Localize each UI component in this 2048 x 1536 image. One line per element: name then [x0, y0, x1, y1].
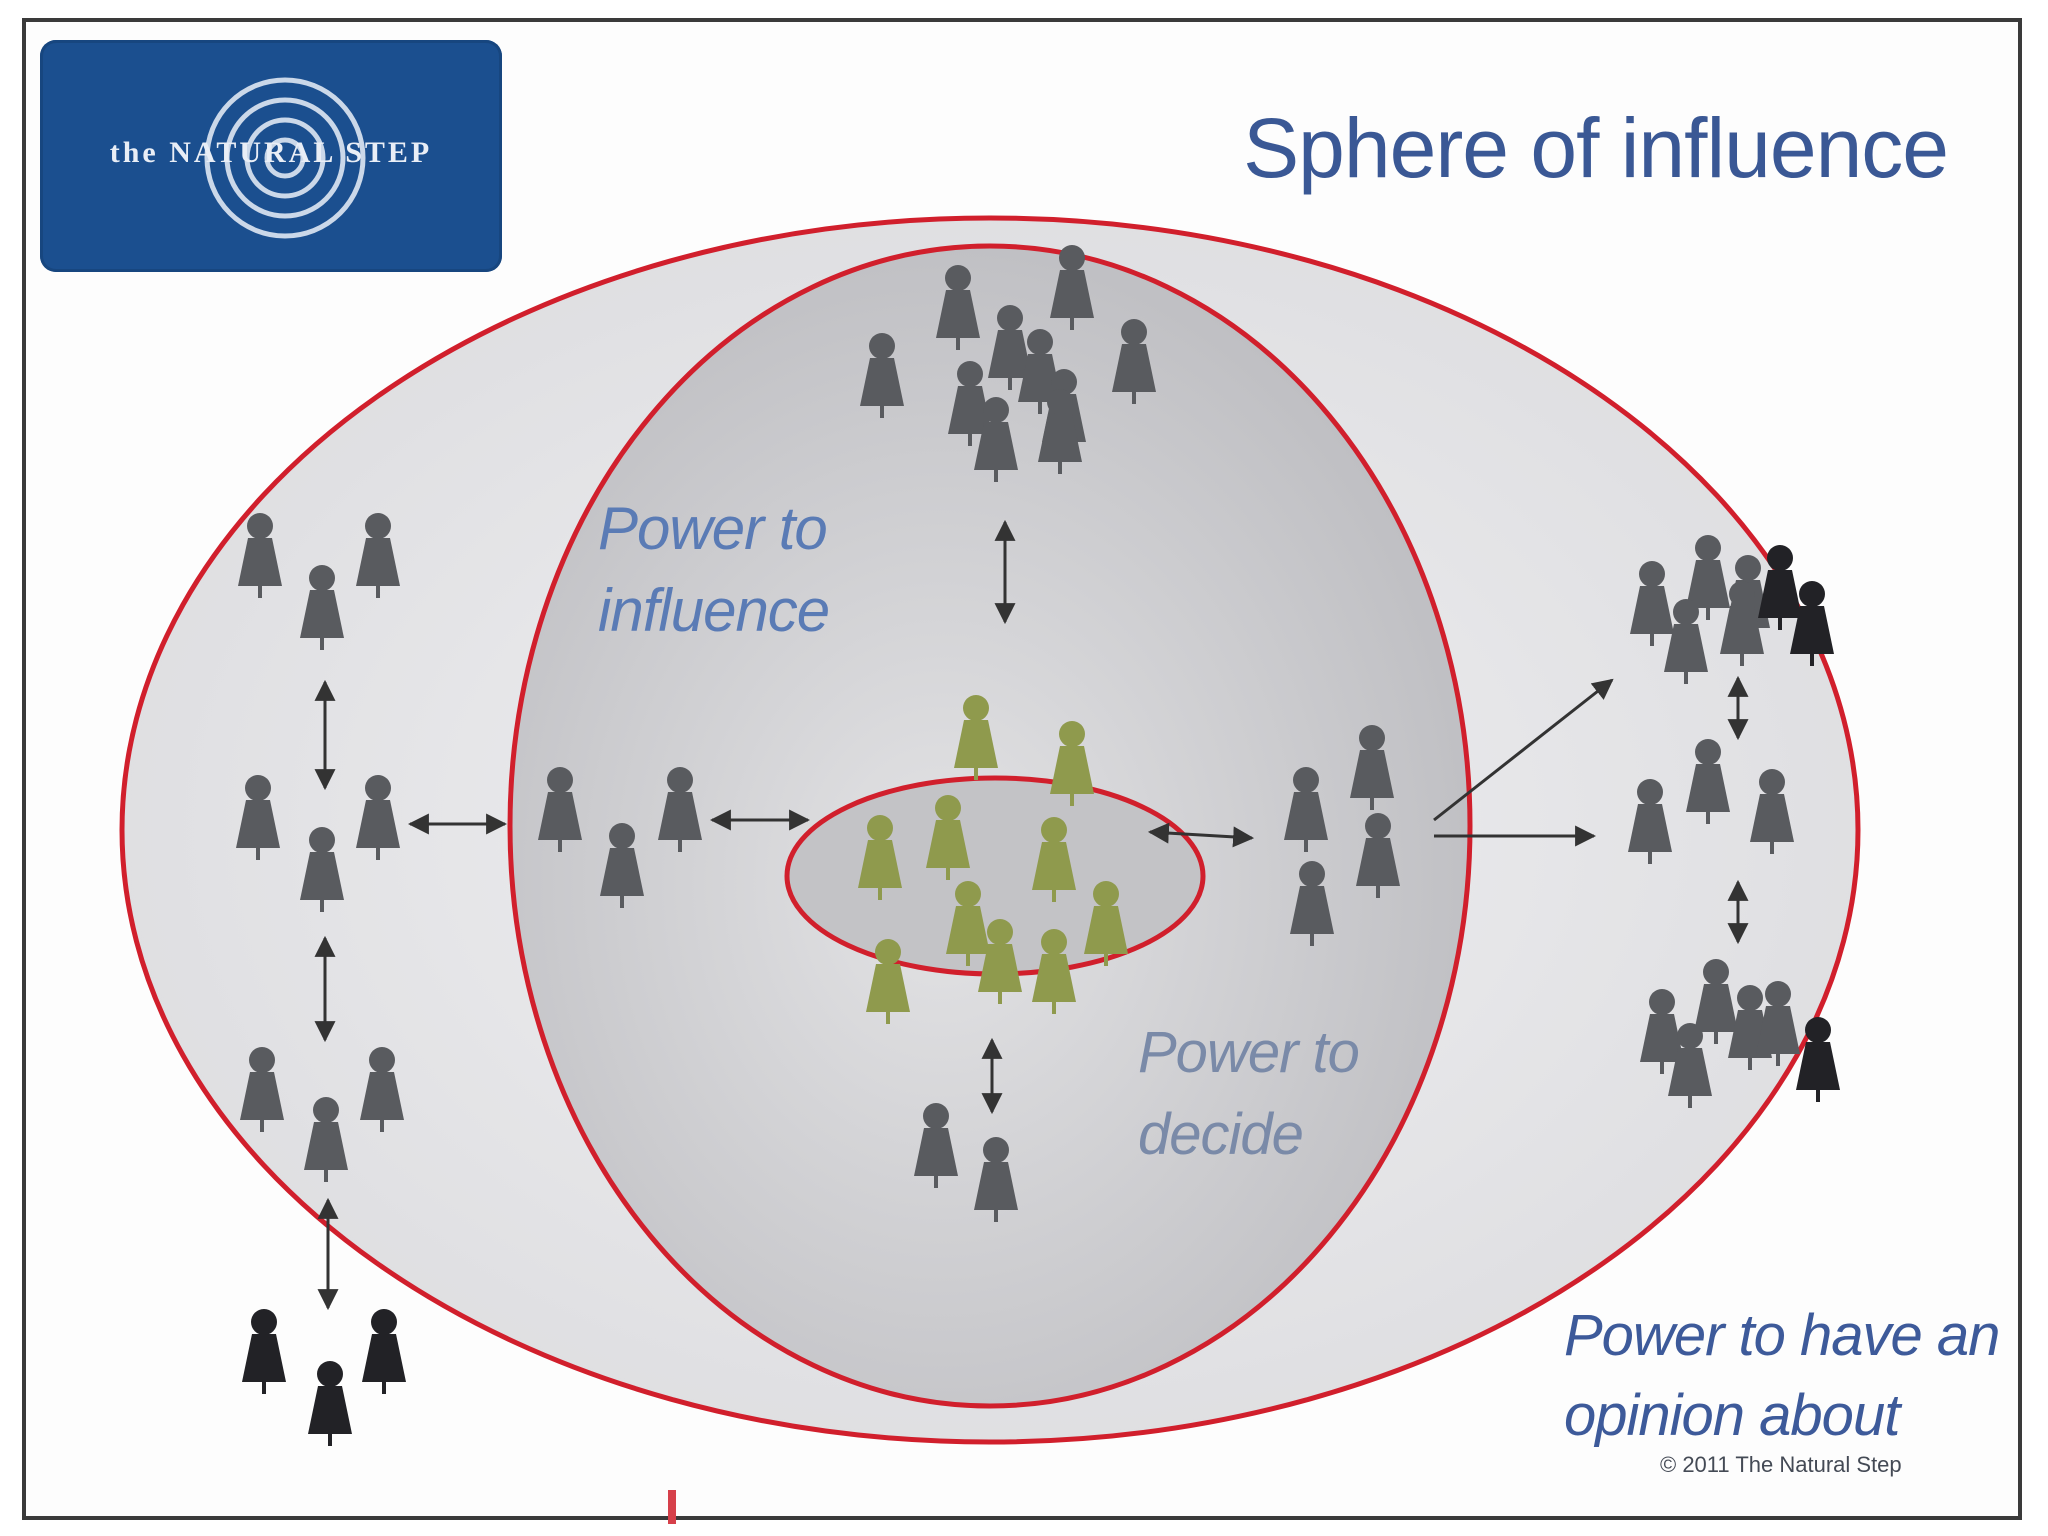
copyright-notice: © 2011 The Natural Step — [1660, 1452, 1902, 1477]
people-left-bottom — [242, 1309, 406, 1446]
connection-arrows — [314, 519, 1749, 1311]
label-power-to-influence: Power to influence — [598, 495, 830, 644]
slide-title: Sphere of influence — [1243, 101, 1949, 195]
natural-step-logo: the NATURAL STEP — [40, 40, 502, 272]
label-power-to-decide: Power to decide — [1138, 1020, 1360, 1167]
bottom-marker — [668, 1490, 676, 1524]
logo-text: the NATURAL STEP — [109, 136, 433, 169]
label-power-to-have-opinion: Power to have an opinion about — [1564, 1303, 2000, 1448]
spiral-icon — [204, 77, 366, 239]
